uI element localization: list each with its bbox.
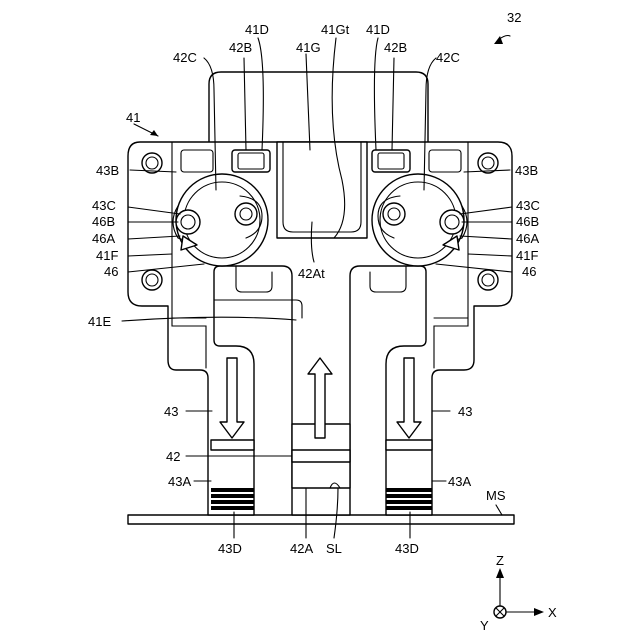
axis-indicator (494, 568, 544, 618)
label-43-right: 43 (458, 404, 472, 419)
label-41f-right: 41F (516, 248, 538, 263)
label-43c-right: 43C (516, 198, 540, 213)
stage-ms (128, 515, 514, 524)
label-42: 42 (166, 449, 180, 464)
label-43c-left: 43C (92, 198, 116, 213)
label-41gt: 41Gt (321, 22, 350, 37)
label-43b-right: 43B (515, 163, 538, 178)
label-42c-right: 42C (436, 50, 460, 65)
label-41e: 41E (88, 314, 111, 329)
label-fig-32: 32 (507, 10, 521, 25)
label-46b-left: 46B (92, 214, 115, 229)
label-43b-left: 43B (96, 163, 119, 178)
label-41f-left: 41F (96, 248, 118, 263)
label-46-right: 46 (522, 264, 536, 279)
label-42at: 42At (298, 266, 325, 281)
label-43-left: 43 (164, 404, 178, 419)
label-41d-left: 41D (245, 22, 269, 37)
label-41: 41 (126, 110, 140, 125)
axis-label-x: X (548, 605, 557, 620)
label-42b-right: 42B (384, 40, 407, 55)
label-ms: MS (486, 488, 506, 503)
label-43a-right: 43A (448, 474, 471, 489)
label-42b-left: 42B (229, 40, 252, 55)
label-46a-right: 46A (516, 231, 539, 246)
label-46-left: 46 (104, 264, 118, 279)
label-41d-right: 41D (366, 22, 390, 37)
label-43d-left: 43D (218, 541, 242, 556)
upper-block-41g (209, 72, 428, 142)
label-42a: 42A (290, 541, 313, 556)
label-41g: 41G (296, 40, 321, 55)
label-43a-left: 43A (168, 474, 191, 489)
label-46a-left: 46A (92, 231, 115, 246)
axis-label-y: Y (480, 618, 489, 633)
label-46b-right: 46B (516, 214, 539, 229)
central-block (277, 142, 367, 238)
label-sl: SL (326, 541, 342, 556)
label-42c-left: 42C (173, 50, 197, 65)
label-43d-right: 43D (395, 541, 419, 556)
axis-label-z: Z (496, 553, 504, 568)
